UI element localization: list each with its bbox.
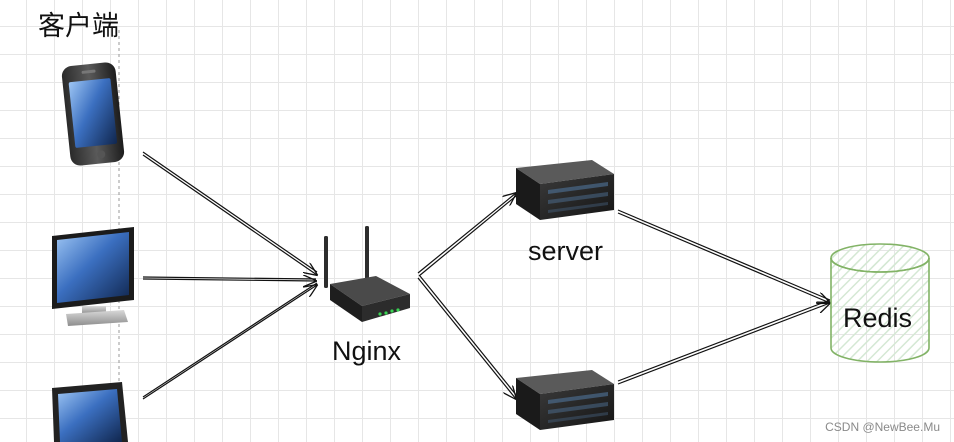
tablet-icon [52, 382, 128, 442]
smartphone-icon [61, 62, 125, 166]
server-label: server [528, 236, 604, 266]
redis-cylinder [830, 243, 930, 363]
watermark: CSDN @NewBee.Mu [825, 420, 940, 434]
arrow-monitor-to-nginx [142, 277, 316, 281]
server-bottom-icon [516, 370, 614, 430]
arrow-server-top-to-redis [617, 209, 830, 303]
arrow-nginx-to-server-bottom [417, 275, 517, 399]
arrow-nginx-to-server-top [417, 193, 516, 277]
nginx-label: Nginx [332, 336, 402, 366]
server-top-icon [516, 160, 614, 220]
arrow-server-bottom-to-redis [617, 299, 830, 385]
arrow-tablet-to-nginx [142, 282, 317, 400]
arrow-phone-to-nginx [142, 151, 317, 275]
router-icon [324, 226, 410, 322]
monitor-icon [52, 227, 134, 326]
clients-title: 客户端 [38, 11, 119, 42]
redis-label: Redis [843, 303, 913, 333]
